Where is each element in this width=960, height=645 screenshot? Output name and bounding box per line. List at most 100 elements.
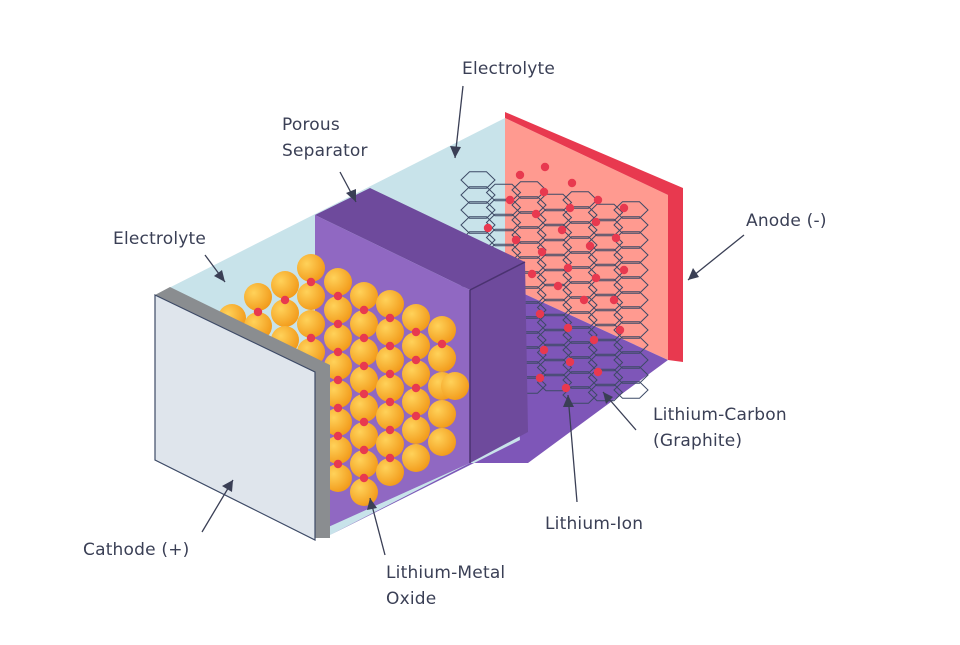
graphite-hexagon bbox=[587, 368, 624, 387]
oxide-sphere bbox=[376, 430, 404, 458]
graphite-hexagon bbox=[562, 206, 598, 224]
lithium-ion-dot bbox=[593, 195, 603, 205]
oxide-sphere bbox=[402, 388, 430, 416]
oxide-sphere bbox=[350, 366, 378, 394]
graphite-hexagon bbox=[613, 321, 649, 339]
oxide-sphere bbox=[350, 450, 378, 478]
graphite-hexagon bbox=[562, 266, 598, 284]
lithium-ion-dot bbox=[540, 162, 550, 172]
graphite-hexagon bbox=[460, 201, 496, 219]
graphite-hexagon bbox=[613, 246, 649, 264]
lithium-ion-dot bbox=[385, 369, 395, 379]
oxide-sphere bbox=[402, 332, 430, 360]
graphite-hexagon bbox=[587, 383, 624, 402]
lithium-ion-dot bbox=[579, 295, 589, 305]
lithium-ion-dot bbox=[593, 367, 603, 377]
lithium-ion-dot bbox=[385, 453, 395, 463]
lithium-ion-dot bbox=[333, 431, 343, 441]
oxide-sphere bbox=[324, 464, 352, 492]
lithium-ion-dot bbox=[359, 473, 369, 483]
graphite-hexagon bbox=[587, 308, 624, 327]
oxide-sphere bbox=[244, 283, 272, 311]
oxide-sphere bbox=[350, 394, 378, 422]
graphite-hexagon bbox=[562, 341, 598, 359]
lithium-ion-dot bbox=[359, 305, 369, 315]
lithium-ion-dot bbox=[306, 333, 316, 343]
graphite-hexagon bbox=[511, 241, 547, 259]
oxide-sphere bbox=[350, 310, 378, 338]
lithium-ion-dot bbox=[561, 383, 571, 393]
lithium-ion-dot bbox=[333, 291, 343, 301]
lithium-ion-dot bbox=[565, 357, 575, 367]
oxide-sphere bbox=[376, 458, 404, 486]
oxide-sphere bbox=[324, 436, 352, 464]
lithium-ion-dot bbox=[557, 225, 567, 235]
graphite-hexagon bbox=[587, 203, 624, 222]
oxide-sphere bbox=[297, 310, 325, 338]
lithium-ion-dot bbox=[333, 403, 343, 413]
graphite-hexagon bbox=[536, 238, 573, 257]
oxide-sphere bbox=[324, 324, 352, 352]
oxide-sphere bbox=[402, 416, 430, 444]
lithium-ion-dot bbox=[619, 203, 629, 213]
label-lithium-ion: Lithium-Ion bbox=[545, 514, 644, 534]
lithium-ion-dot bbox=[333, 347, 343, 357]
graphite-hexagon bbox=[536, 313, 573, 332]
lithium-ion-dot bbox=[411, 327, 421, 337]
oxide-sphere bbox=[428, 428, 456, 456]
oxide-sphere bbox=[324, 380, 352, 408]
graphite-hexagon bbox=[613, 351, 649, 369]
oxide-sphere bbox=[428, 400, 456, 428]
graphite-hexagon bbox=[536, 283, 573, 302]
graphite-hexagon bbox=[485, 213, 522, 232]
lithium-ion-dot bbox=[437, 339, 447, 349]
lithium-ion-dot bbox=[385, 341, 395, 351]
graphite-hexagon bbox=[536, 328, 573, 347]
lithium-ion-dot bbox=[615, 325, 625, 335]
anode-edge bbox=[505, 112, 683, 362]
lithium-ion-dot bbox=[385, 313, 395, 323]
graphite-hexagon bbox=[587, 248, 624, 267]
graphite-hexagon bbox=[562, 326, 598, 344]
graphite-hexagon bbox=[562, 251, 598, 269]
oxide-sphere bbox=[441, 372, 469, 400]
arrow-heads bbox=[214, 146, 699, 510]
lithium-ion-dot bbox=[619, 265, 629, 275]
graphite-hexagon bbox=[613, 381, 649, 399]
graphite-hexagon bbox=[536, 193, 573, 212]
lithium-ion-dot bbox=[359, 417, 369, 427]
graphite-hexagon bbox=[613, 306, 649, 324]
lithium-ion-dot bbox=[359, 445, 369, 455]
graphite-hexagon bbox=[562, 296, 598, 314]
floor-region bbox=[330, 285, 668, 535]
lithium-ion-dot bbox=[609, 295, 619, 305]
lithium-ion-dot bbox=[539, 345, 549, 355]
lithium-ion-dot bbox=[333, 375, 343, 385]
graphite-hexagon bbox=[587, 323, 624, 342]
lithium-metal-oxide-particles bbox=[218, 254, 469, 506]
lithium-ion-dot bbox=[567, 178, 577, 188]
label-separator-line2: Separator bbox=[282, 141, 368, 161]
oxide-sphere bbox=[376, 402, 404, 430]
lithium-ion-dot bbox=[515, 170, 525, 180]
graphite-hexagon bbox=[587, 263, 624, 282]
lithium-ion-dot bbox=[483, 223, 493, 233]
oxide-sphere bbox=[324, 268, 352, 296]
lithium-ion-dot bbox=[411, 383, 421, 393]
oxide-sphere bbox=[402, 360, 430, 388]
oxide-sphere bbox=[376, 318, 404, 346]
lithium-ion-dot bbox=[591, 273, 601, 283]
lithium-ion-dot bbox=[563, 323, 573, 333]
graphite-hexagon bbox=[536, 358, 573, 377]
lithium-ion-dot bbox=[511, 235, 521, 245]
graphite-hexagon bbox=[587, 338, 624, 357]
graphite-hexagon bbox=[562, 311, 598, 329]
oxide-sphere bbox=[350, 282, 378, 310]
graphite-hexagon bbox=[460, 186, 496, 204]
lithium-ion-dot bbox=[333, 319, 343, 329]
graphite-hexagon bbox=[536, 253, 573, 272]
lithium-ion-dot bbox=[385, 425, 395, 435]
graphite-hexagon bbox=[587, 353, 624, 372]
oxide-sphere bbox=[376, 374, 404, 402]
